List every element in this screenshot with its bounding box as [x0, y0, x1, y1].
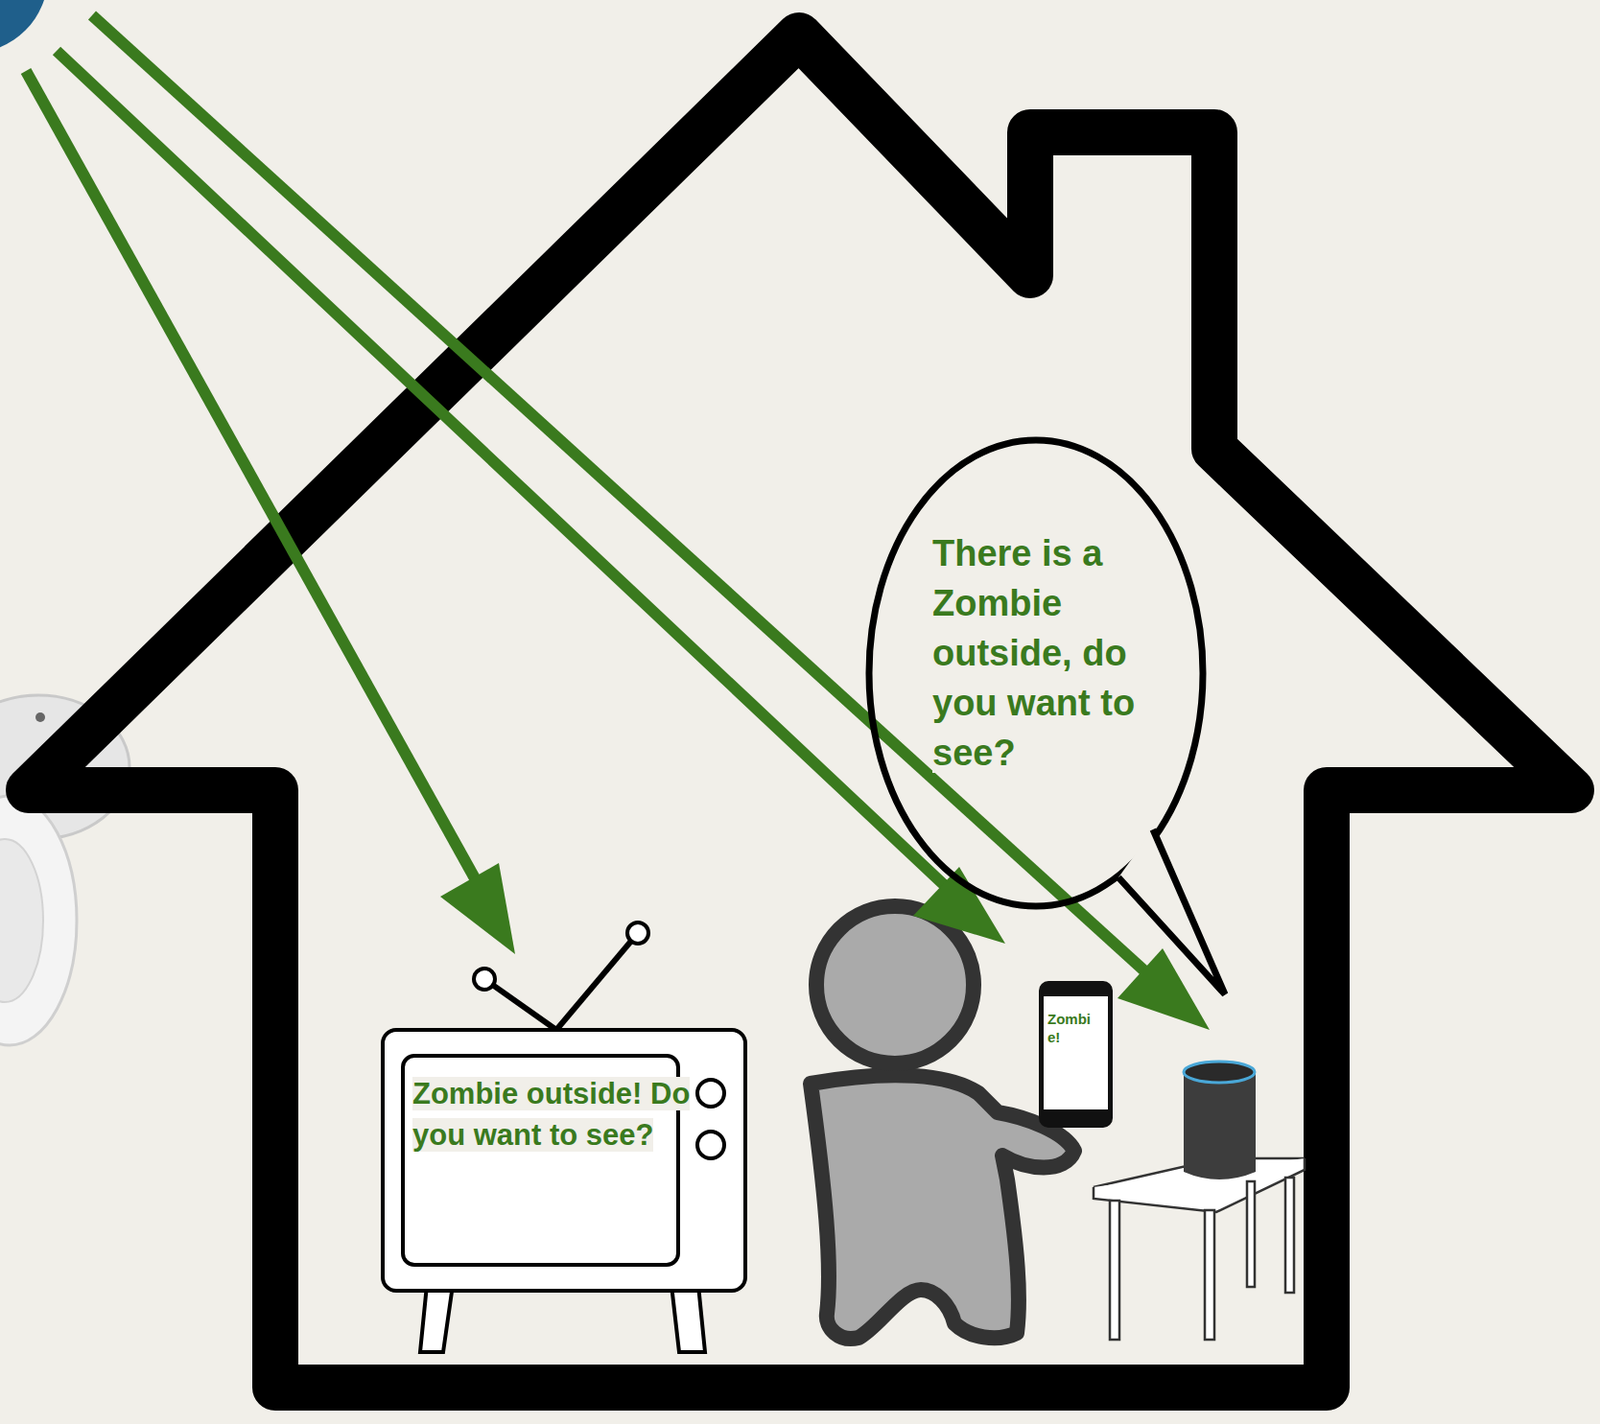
tv: [382, 922, 746, 1353]
speech-bubble: There is a Zombie outside, do you want t…: [863, 436, 1228, 1003]
node-text: There is a Zombie outside, do you want t…: [932, 528, 1177, 778]
signal-arrows: [25, 15, 1210, 1031]
node-text: Zombie!: [1047, 1010, 1102, 1047]
phone: Zombie!: [1038, 981, 1113, 1129]
house-outline: [28, 35, 1572, 1389]
phone-body: [1038, 981, 1113, 1129]
device-corner: [0, 0, 48, 53]
node-text: Zombie outside! Do you want to see?: [412, 1073, 701, 1156]
tv-screen: Zombie outside! Do you want to see?: [402, 1056, 679, 1266]
smart-speaker: [1183, 1061, 1256, 1180]
table: [1093, 1158, 1305, 1341]
person: [810, 906, 1075, 1340]
